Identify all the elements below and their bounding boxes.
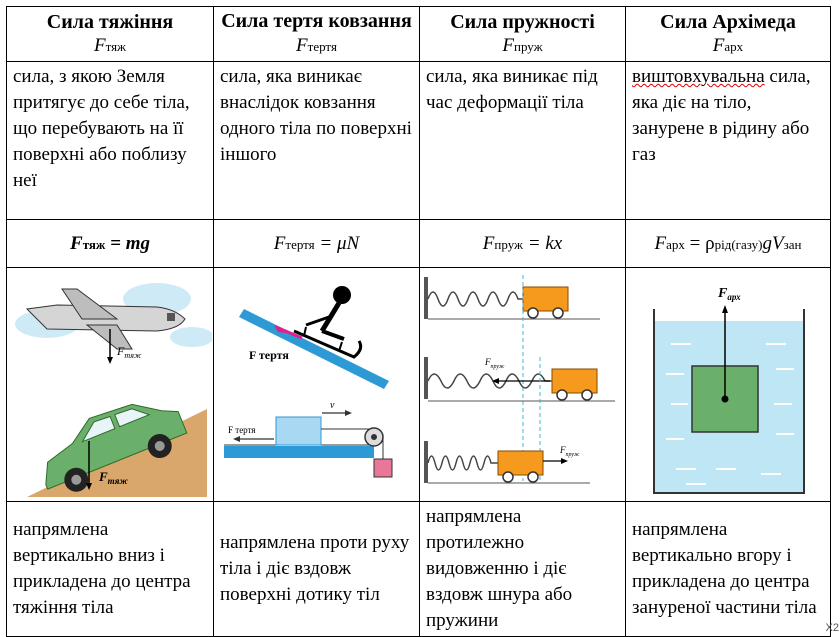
header-title: Сила тяжіння xyxy=(46,10,174,33)
formula-rhs: = kx xyxy=(523,232,563,254)
illustration-row: Fтяж Fтяж xyxy=(6,267,831,502)
container xyxy=(653,308,805,494)
description-elastic: сила, яка виникає під час деформації тіл… xyxy=(419,61,626,220)
vector-subscript: пруж xyxy=(514,38,543,54)
formula-subscript: пруж xyxy=(494,236,524,252)
vector-symbol: F xyxy=(93,34,106,56)
formula-lhs: F xyxy=(70,232,83,254)
formula-rhs: gV xyxy=(762,232,784,254)
header-gravity: Сила тяжіння Fтяж xyxy=(6,6,214,62)
description-archimedes: виштовхувальна сила, яка діє на тіло, за… xyxy=(625,61,831,220)
cloud-icon xyxy=(170,326,212,347)
hanging-weight xyxy=(373,458,393,477)
vector-symbol: F xyxy=(296,35,308,56)
archimedes-illustration: Fарх xyxy=(653,286,805,494)
formula-archimedes: Fарх = ρрід(газу)gVзан xyxy=(625,219,831,268)
illustration-friction: F тертя F тертя v xyxy=(213,267,420,502)
forces-table: Сила тяжіння Fтяж Сила тертя ковзання Fт… xyxy=(6,6,831,637)
header-archimedes: Сила Архімеда Fарх xyxy=(625,6,831,62)
spring-compressed xyxy=(424,440,590,483)
formula-subscript: тертя xyxy=(285,236,315,252)
formula-lhs: F xyxy=(482,232,495,254)
spring-mid-label: Fпруж xyxy=(484,357,505,370)
block xyxy=(275,416,322,445)
water-ripples xyxy=(666,342,794,485)
formula-rhs: = mg xyxy=(105,232,150,254)
formula-subscript: тяж xyxy=(82,236,106,252)
direction-row: напрямлена вертикально вниз і прикладена… xyxy=(6,501,831,637)
archimedes-force-label: Fарх xyxy=(717,286,741,302)
formula-gravity: Fтяж = mg xyxy=(6,219,214,268)
plane-force-label: Fтяж xyxy=(116,344,142,360)
arrow-head xyxy=(86,482,92,490)
illustration-elastic: Fпруж Fпруж xyxy=(419,267,626,502)
arrow-head xyxy=(107,356,113,364)
formula-rhs: = μN xyxy=(314,232,360,254)
header-symbol: Fарх xyxy=(632,34,824,59)
description-row: сила, з якою Земля притягує до себе тіла… xyxy=(6,61,831,220)
header-title: Сила пружності xyxy=(450,10,595,33)
formula-lhs: F xyxy=(273,232,286,254)
header-symbol: Fтертя xyxy=(296,35,337,56)
gravity-illustration: Fтяж Fтяж xyxy=(15,282,212,497)
spellcheck-word[interactable]: виштовхувальна xyxy=(632,66,765,87)
formula-elastic: Fпруж = kx xyxy=(419,219,626,268)
illustration-gravity: Fтяж Fтяж xyxy=(6,267,214,502)
description-gravity: сила, з якою Земля притягує до себе тіла… xyxy=(6,61,214,220)
vector-symbol: F xyxy=(712,34,725,56)
friction-arrow xyxy=(275,325,303,339)
sled-rider-icon xyxy=(293,285,363,359)
vector-subscript: арх xyxy=(724,38,744,54)
direction-archimedes: напрямлена вертикально вгору і прикладен… xyxy=(625,501,831,637)
direction-elastic: напрямлена протилежно видовженню і діє в… xyxy=(419,501,626,637)
header-friction: Сила тертя ковзання Fтертя xyxy=(213,6,420,62)
vector-subscript: тяж xyxy=(105,38,127,54)
sled-force-label: F тертя xyxy=(249,348,289,362)
header-symbol: Fпруж xyxy=(426,34,619,59)
spring-bottom-label: Fпруж xyxy=(559,445,580,458)
formula-lhs: F xyxy=(654,232,667,254)
car-icon xyxy=(45,403,188,492)
formula-eq: = ρ xyxy=(684,232,715,254)
formula-friction: Fтертя = μN xyxy=(213,219,420,268)
formula-v-subscript: зан xyxy=(783,236,802,252)
illustration-archimedes: Fарх xyxy=(625,267,831,502)
header-symbol: Fтяж xyxy=(13,34,207,59)
header-row: Сила тяжіння Fтяж Сила тертя ковзання Fт… xyxy=(6,6,831,62)
header-elastic: Сила пружності Fпруж xyxy=(419,6,626,62)
direction-gravity: напрямлена вертикально вниз і прикладена… xyxy=(6,501,214,637)
vector-subscript: тертя xyxy=(307,39,337,54)
block-force-label: F тертя xyxy=(228,425,256,435)
table-surface xyxy=(224,445,374,458)
vector-symbol: F xyxy=(502,34,514,56)
corner-mark: X2 xyxy=(825,622,839,634)
formula-subscript: арх xyxy=(666,236,685,252)
airplane-icon xyxy=(25,288,186,349)
friction-illustration: F тертя F тертя v xyxy=(224,285,393,477)
spring-stretched xyxy=(424,356,615,401)
header-title: Сила тертя ковзання xyxy=(221,10,412,32)
formula-row: Fтяж = mg Fтертя = μN Fпруж = kx Fарх = … xyxy=(6,219,831,268)
formula-rho-subscript: рід(газу) xyxy=(714,236,763,252)
description-text: сила, яка діє на тіло, занурене в рідину… xyxy=(632,66,811,165)
spring-relaxed xyxy=(424,276,600,319)
velocity-label: v xyxy=(330,400,335,411)
direction-friction: напрямлена проти руху тіла і діє вздовж … xyxy=(213,501,420,637)
description-friction: сила, яка виникає внаслідок ковзання одн… xyxy=(213,61,420,220)
header-title: Сила Архімеда xyxy=(660,10,796,33)
elastic-illustration: Fпруж Fпруж xyxy=(424,274,615,483)
car-force-label: Fтяж xyxy=(98,469,128,486)
